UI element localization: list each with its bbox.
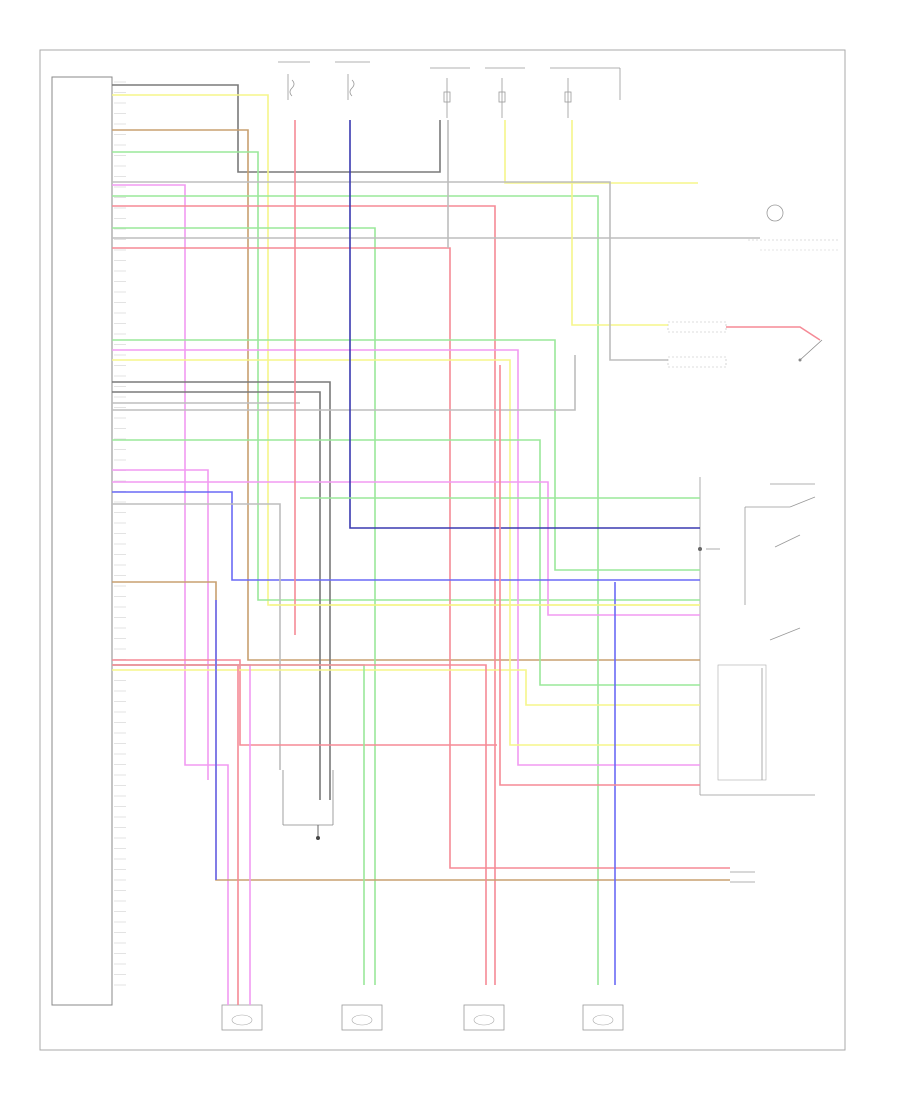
- wire-black-0: [112, 84, 441, 173]
- right-rear-wheel-sensor: [582, 1004, 624, 1031]
- instrument-cluster: [748, 204, 840, 251]
- wire-gray-13: [112, 181, 668, 361]
- abs-warning-lamp-icon: [766, 204, 784, 222]
- ground-symbol: [282, 770, 334, 840]
- wire-pink-23: [112, 481, 700, 616]
- wire-harness: [112, 84, 821, 1005]
- wire-yellow-30: [112, 669, 700, 706]
- wire-yellow-10: [571, 120, 668, 326]
- relay-2: [485, 67, 525, 118]
- relay-3: [550, 67, 621, 118]
- wire-pink-4: [112, 184, 229, 1005]
- ecu-pin-marks: [114, 81, 126, 986]
- wire-orange-2: [112, 129, 700, 661]
- wire-gray-20: [112, 355, 576, 411]
- fuse-block-1: [278, 61, 310, 100]
- wire-red-31: [112, 664, 239, 1005]
- wire-pink-22: [112, 469, 209, 780]
- wire-black-18: [112, 391, 321, 800]
- wire-red-6: [112, 205, 496, 985]
- data-link-connector: [730, 871, 755, 883]
- wire-red-34: [112, 664, 487, 985]
- relay-1: [430, 67, 470, 118]
- wire-green-21: [112, 439, 700, 686]
- wire-green-14: [112, 339, 700, 571]
- wire-orange-28: [112, 581, 730, 881]
- wire-red-40: [499, 365, 700, 786]
- wire-green-3: [112, 151, 700, 601]
- wire-dkblue-26: [349, 120, 700, 529]
- right-front-wheel-sensor: [341, 1004, 383, 1031]
- wire-black-17: [112, 381, 331, 800]
- left-front-wheel-sensor: [221, 1004, 263, 1031]
- wire-yellow-12: [504, 120, 698, 184]
- wire-blue-24: [112, 491, 700, 581]
- wire-red-11: [726, 326, 821, 341]
- abs-valve-assembly: [698, 477, 816, 796]
- fuse-block-2: [335, 61, 370, 100]
- wire-pink-32: [112, 664, 251, 1005]
- brake-switch: [798, 339, 823, 362]
- wire-red-9: [112, 247, 730, 869]
- page-frame: [39, 49, 846, 1051]
- wire-green-5: [112, 195, 599, 985]
- wire-yellow-16: [112, 359, 700, 746]
- wire-green-7: [112, 227, 376, 985]
- wire-red-29: [112, 659, 497, 746]
- abs-control-module: [51, 76, 113, 1006]
- wire-pink-15: [112, 349, 700, 766]
- left-rear-wheel-sensor: [463, 1004, 505, 1031]
- wire-gray-25: [112, 503, 281, 770]
- parking-brake-switch: [667, 321, 727, 368]
